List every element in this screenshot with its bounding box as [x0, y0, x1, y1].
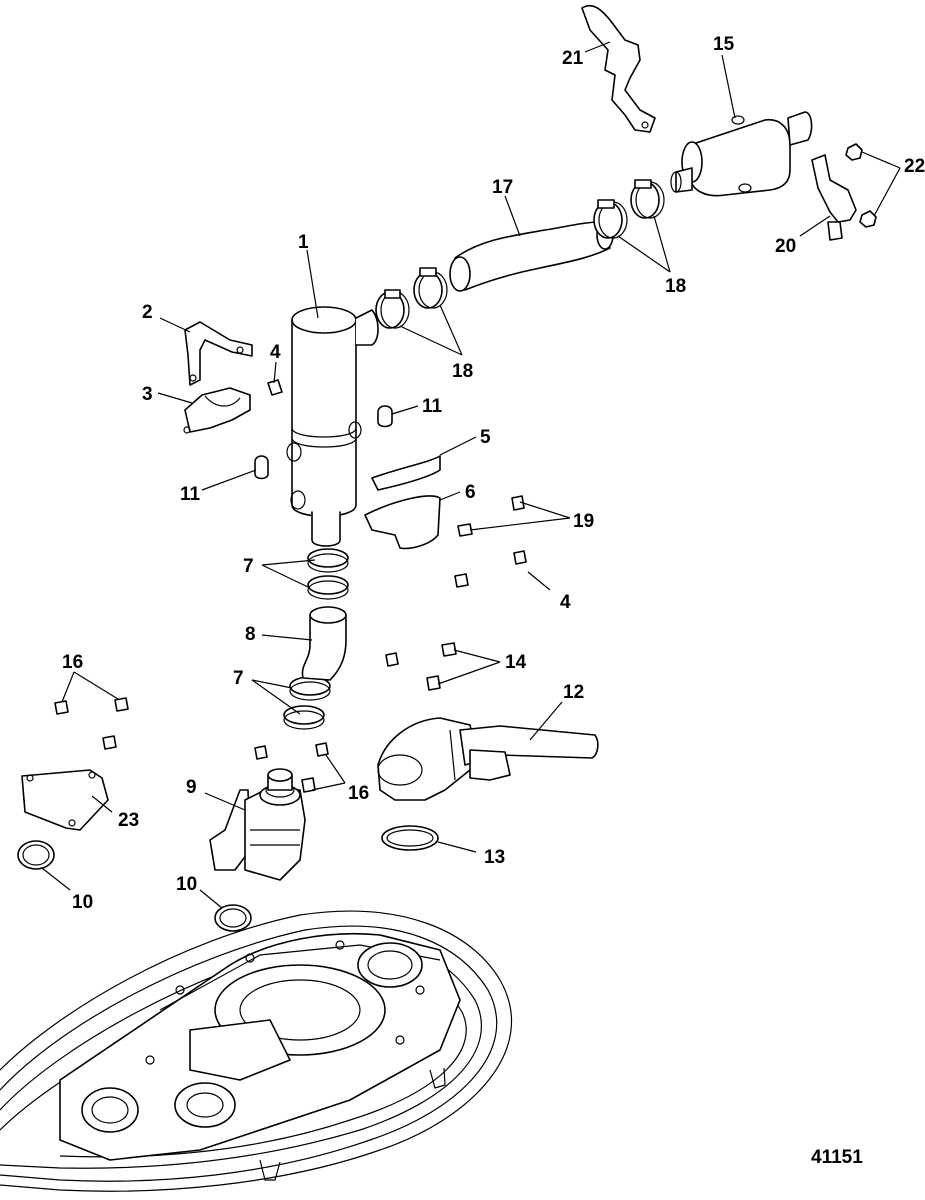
callout-20: 20 [775, 236, 796, 257]
callout-13: 13 [484, 847, 505, 868]
support-bracket-right [811, 154, 857, 241]
lower-bracket [183, 387, 251, 434]
callout-12: 12 [563, 682, 584, 703]
callout-22: 22 [904, 156, 925, 177]
hose-clamps-lower [283, 548, 349, 730]
callout-14: 14 [505, 652, 527, 673]
callout-1: 1 [298, 232, 309, 253]
clamp-bands [364, 455, 441, 550]
leader-lines [41, 41, 901, 909]
callout-4-upper: 4 [270, 342, 281, 363]
upper-muffler [670, 111, 813, 197]
callout-18-right: 18 [665, 276, 686, 297]
callout-17: 17 [492, 177, 513, 198]
callout-16-left: 16 [62, 652, 83, 673]
callout-5: 5 [480, 427, 491, 448]
cover-plate [21, 769, 109, 831]
nuts [845, 143, 877, 228]
engine-housing-base [0, 910, 512, 1192]
pump-assembly [209, 768, 306, 881]
support-bracket-top [581, 4, 656, 133]
callout-labels: 1 2 3 4 11 11 5 6 19 4 7 8 7 14 12 16 16… [62, 34, 925, 913]
callout-10-center: 10 [176, 874, 197, 895]
callout-7-upper: 7 [243, 556, 254, 577]
long-exhaust-hose [449, 220, 614, 292]
callout-7-lower: 7 [233, 668, 244, 689]
callout-6: 6 [465, 482, 476, 503]
fasteners [54, 379, 527, 793]
callout-21: 21 [562, 48, 584, 69]
callout-18-left: 18 [452, 361, 473, 382]
muffler-canister [286, 306, 379, 547]
o-rings [17, 825, 439, 932]
figure-id: 41151 [811, 1147, 863, 1168]
short-hose [301, 606, 347, 681]
callout-3: 3 [142, 384, 153, 405]
exhaust-elbow [377, 717, 599, 801]
hose-clamps-upper [375, 179, 665, 329]
callout-9: 9 [186, 777, 197, 798]
upper-bracket [184, 321, 253, 386]
callout-10-left: 10 [72, 892, 93, 913]
callout-19: 19 [573, 511, 594, 532]
callout-16-right: 16 [348, 783, 369, 804]
callout-11-lower: 11 [180, 484, 201, 505]
callout-15: 15 [713, 34, 735, 55]
callout-23: 23 [118, 810, 139, 831]
callout-4-lower: 4 [560, 592, 571, 613]
callout-2: 2 [142, 302, 153, 323]
callout-8: 8 [245, 624, 256, 645]
callout-11-upper: 11 [422, 396, 443, 417]
